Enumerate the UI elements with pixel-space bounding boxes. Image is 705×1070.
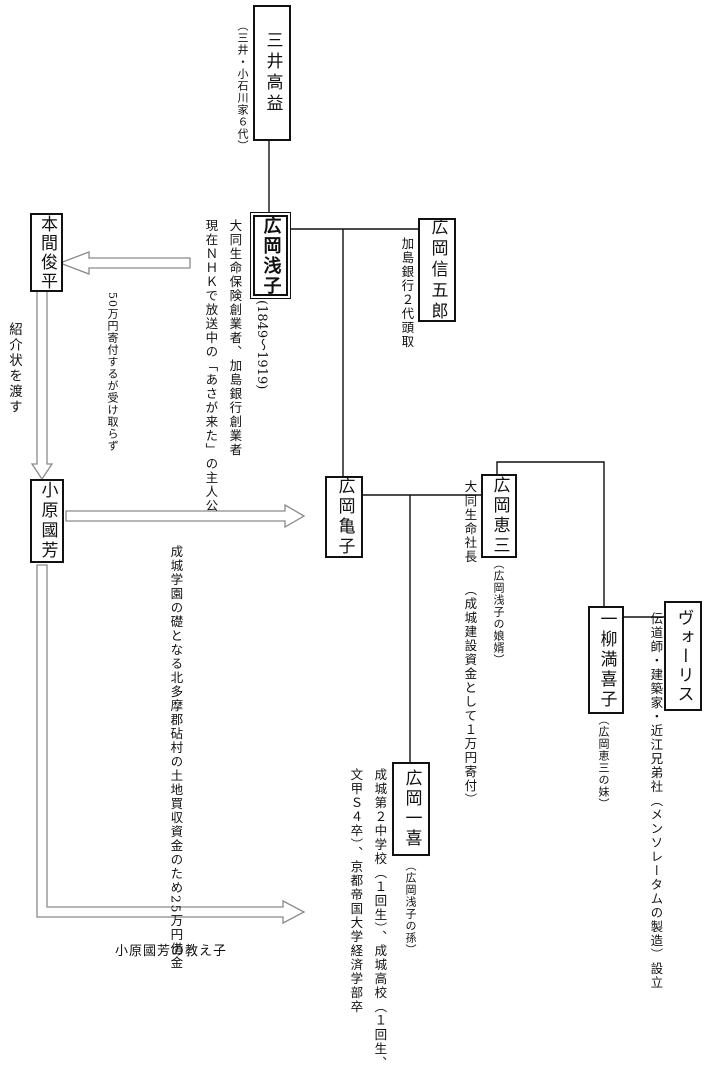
arrow-asako-to-honma <box>58 251 191 275</box>
box-hitotsuyanagi-makiko: 一柳満喜子 <box>588 606 624 714</box>
box-hirooka-kameko: 広岡亀子 <box>325 476 363 558</box>
box-hirooka-asako: 広岡浅子 <box>250 212 291 299</box>
box-hirooka-shingoro: 広岡信五郎 <box>418 217 456 323</box>
note-keizo-son-in-law: （広岡浅子の娘婿） <box>492 558 505 666</box>
name-vories: ヴォーリス <box>673 608 694 704</box>
name-mitsui-takamasu: 三井高益 <box>262 31 283 115</box>
note-kazuki-grandchild: （広岡浅子の孫） <box>404 860 417 956</box>
note-vories-profile: 伝道師・建築家・近江兄弟社（メンソレータムの製造）設立 <box>648 612 664 990</box>
note-honma-donation: 50万円寄付するが受け取らず <box>106 292 119 452</box>
note-kazuki-university: 文甲Ｓ４卒）、京都帝国大学経済学部卒 <box>348 768 364 1014</box>
note-introduction-letter: 紹介状を渡す <box>6 322 22 415</box>
box-honma-shunpei: 本間俊平 <box>30 213 63 292</box>
arrow-honma-to-obara <box>30 289 54 481</box>
arrow-obara-to-students <box>36 564 306 925</box>
box-vories: ヴォーリス <box>664 601 702 711</box>
note-hirooka-shingoro: 加島銀行２代頭取 <box>399 237 415 349</box>
box-hirooka-kazuki: 広岡一喜 <box>392 762 430 856</box>
box-mitsui-takamasu: 三井高益 <box>253 5 291 141</box>
note-kazuki-school: 成城第２中学校（１回生）、成城高校（１回生、 <box>372 768 388 1070</box>
name-obara-kuniyoshi: 小原國芳 <box>37 481 58 561</box>
name-hirooka-kameko: 広岡亀子 <box>334 477 355 557</box>
arrow-obara-to-kameko <box>65 503 306 529</box>
name-hirooka-kazuki: 広岡一喜 <box>401 769 422 849</box>
note-keizo-donation: （成城建設資金として１万円寄付） <box>462 583 478 807</box>
name-hirooka-keizo: 広岡恵三 <box>489 476 510 556</box>
note-keizo-president: 大同生命社長 <box>462 480 478 564</box>
name-hirooka-shingoro: 広岡信五郎 <box>427 217 448 323</box>
hollow-arrows <box>30 251 306 925</box>
note-land-loan: 成城学園の礎となる北多摩郡砧村の土地買収資金のため25万円借金 <box>168 545 184 970</box>
family-lines <box>268 140 664 762</box>
line-keizo-makiko-sibling <box>496 461 605 606</box>
box-obara-kuniyoshi: 小原國芳 <box>30 479 64 563</box>
years-hirooka-asako: (1849〜1919) <box>253 300 269 390</box>
name-hirooka-asako: 広岡浅子 <box>260 215 282 296</box>
name-honma-shunpei: 本間俊平 <box>37 214 57 291</box>
name-hitotsuyanagi-makiko: 一柳満喜子 <box>596 610 617 710</box>
connector-layer <box>30 140 664 925</box>
label-obara-students: 小原國芳の教え子 <box>115 944 228 959</box>
note-makiko-sister: （広岡恵三の妹） <box>597 714 610 810</box>
box-hirooka-keizo: 広岡恵三 <box>481 474 517 558</box>
note-asako-founder: 大同生命保険創業者、加島銀行創業者 <box>227 219 243 457</box>
note-mitsui-takamasu: （三井・小石川家６代） <box>236 20 249 152</box>
note-asako-nhk: 現在ＮＨＫで放送中の「あさが来た」の主人公 <box>203 219 219 513</box>
